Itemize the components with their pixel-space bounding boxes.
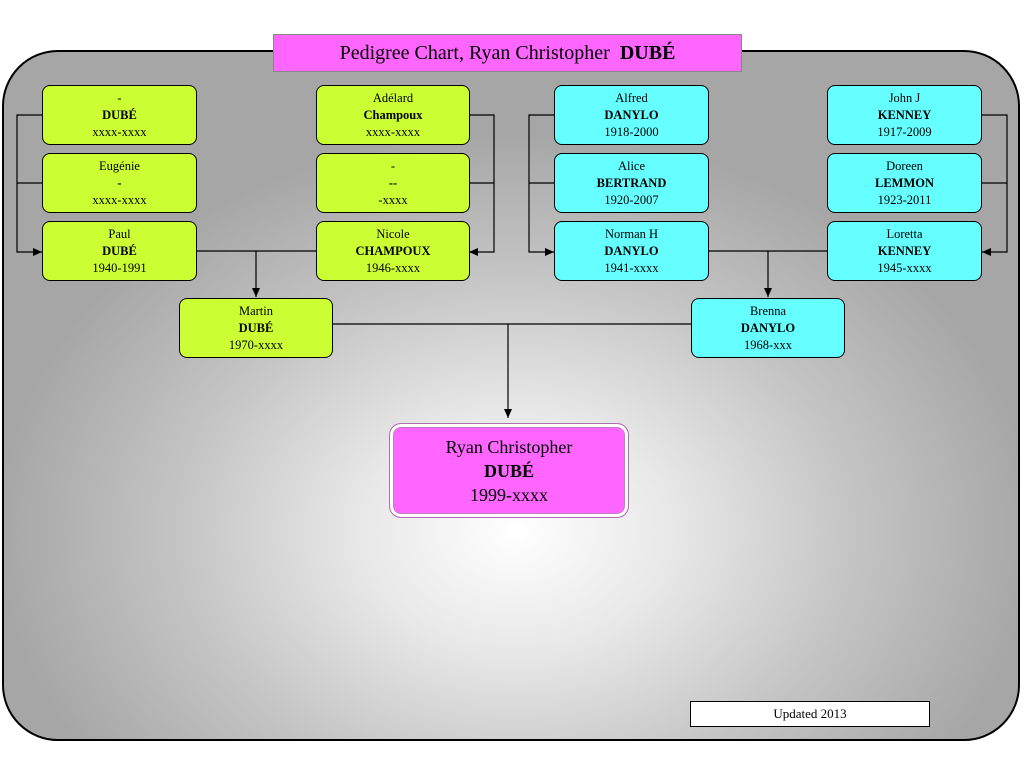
person-card-adelard[interactable]: Adélard Champoux xxxx-xxxx [316, 85, 470, 145]
surname: LEMMON [874, 175, 935, 190]
given-name: Paul [108, 226, 131, 241]
life-years: 1940-1991 [92, 260, 147, 275]
given-name: Brenna [749, 303, 787, 318]
given-name: Norman H [604, 226, 659, 241]
given-name: Adélard [372, 90, 414, 105]
person-card-norman[interactable]: Norman H DANYLO 1941-xxxx [554, 221, 709, 281]
life-years: 1917-2009 [877, 124, 932, 139]
given-name: John J [888, 90, 921, 105]
given-name: Nicole [376, 226, 410, 241]
surname: DANYLO [604, 243, 659, 258]
life-years: 1946-xxxx [365, 260, 421, 275]
given-name: - [390, 158, 396, 173]
chart-title: Pedigree Chart, Ryan Christopher DUBÉ [273, 34, 742, 72]
given-name: Loretta [886, 226, 923, 241]
person-card-john[interactable]: John J KENNEY 1917-2009 [827, 85, 982, 145]
surname: -- [388, 175, 398, 190]
life-years: 1920-2007 [604, 192, 659, 207]
person-card-pgg1[interactable]: - DUBÉ xxxx-xxxx [42, 85, 197, 145]
surname: - [117, 175, 122, 190]
surname: CHAMPOUX [355, 243, 431, 258]
person-card-ryan[interactable]: Ryan Christopher DUBÉ 1999-xxxx [389, 423, 629, 518]
surname: DUBÉ [483, 460, 534, 481]
given-name: Martin [238, 303, 274, 318]
chart-title-surname: DUBÉ [619, 41, 676, 64]
life-years: 1968-xxx [744, 337, 792, 352]
person-card-nicole[interactable]: Nicole CHAMPOUX 1946-xxxx [316, 221, 470, 281]
life-years: xxxx-xxxx [365, 124, 421, 139]
person-card-alice[interactable]: Alice BERTRAND 1920-2007 [554, 153, 709, 213]
surname: DUBÉ [238, 320, 274, 335]
surname: DUBÉ [102, 243, 137, 258]
person-card-martin[interactable]: Martin DUBÉ 1970-xxxx [179, 298, 333, 358]
life-years: 1918-2000 [604, 124, 659, 139]
life-years: xxxx-xxxx [92, 124, 147, 139]
life-years: -xxxx [378, 192, 408, 207]
life-years: 1923-2011 [877, 192, 932, 207]
surname: DUBÉ [102, 107, 137, 122]
life-years: 1941-xxxx [604, 260, 659, 275]
surname: DANYLO [604, 107, 659, 122]
surname: KENNEY [877, 107, 932, 122]
given-name: Alice [617, 158, 646, 173]
life-years: 1945-xxxx [877, 260, 932, 275]
life-years: 1999-xxxx [470, 484, 548, 505]
surname: Champoux [363, 107, 423, 122]
updated-note: Updated 2013 [690, 701, 930, 727]
given-name: Ryan Christopher [445, 436, 573, 457]
surname: DANYLO [740, 320, 796, 335]
life-years: 1970-xxxx [228, 337, 284, 352]
life-years: xxxx-xxxx [92, 192, 147, 207]
given-name: Alfred [615, 90, 648, 105]
person-card-pgg4[interactable]: - -- -xxxx [316, 153, 470, 213]
surname: BERTRAND [596, 175, 667, 190]
person-card-loretta[interactable]: Loretta KENNEY 1945-xxxx [827, 221, 982, 281]
person-card-paul[interactable]: Paul DUBÉ 1940-1991 [42, 221, 197, 281]
person-card-alfred[interactable]: Alfred DANYLO 1918-2000 [554, 85, 709, 145]
person-card-brenna[interactable]: Brenna DANYLO 1968-xxx [691, 298, 845, 358]
given-name: Doreen [886, 158, 923, 173]
person-card-pgg2[interactable]: Eugénie - xxxx-xxxx [42, 153, 197, 213]
surname: KENNEY [877, 243, 932, 258]
given-name: - [117, 90, 122, 105]
person-card-doreen[interactable]: Doreen LEMMON 1923-2011 [827, 153, 982, 213]
given-name: Eugénie [99, 158, 140, 173]
chart-title-prefix: Pedigree Chart, Ryan Christopher [339, 41, 610, 64]
